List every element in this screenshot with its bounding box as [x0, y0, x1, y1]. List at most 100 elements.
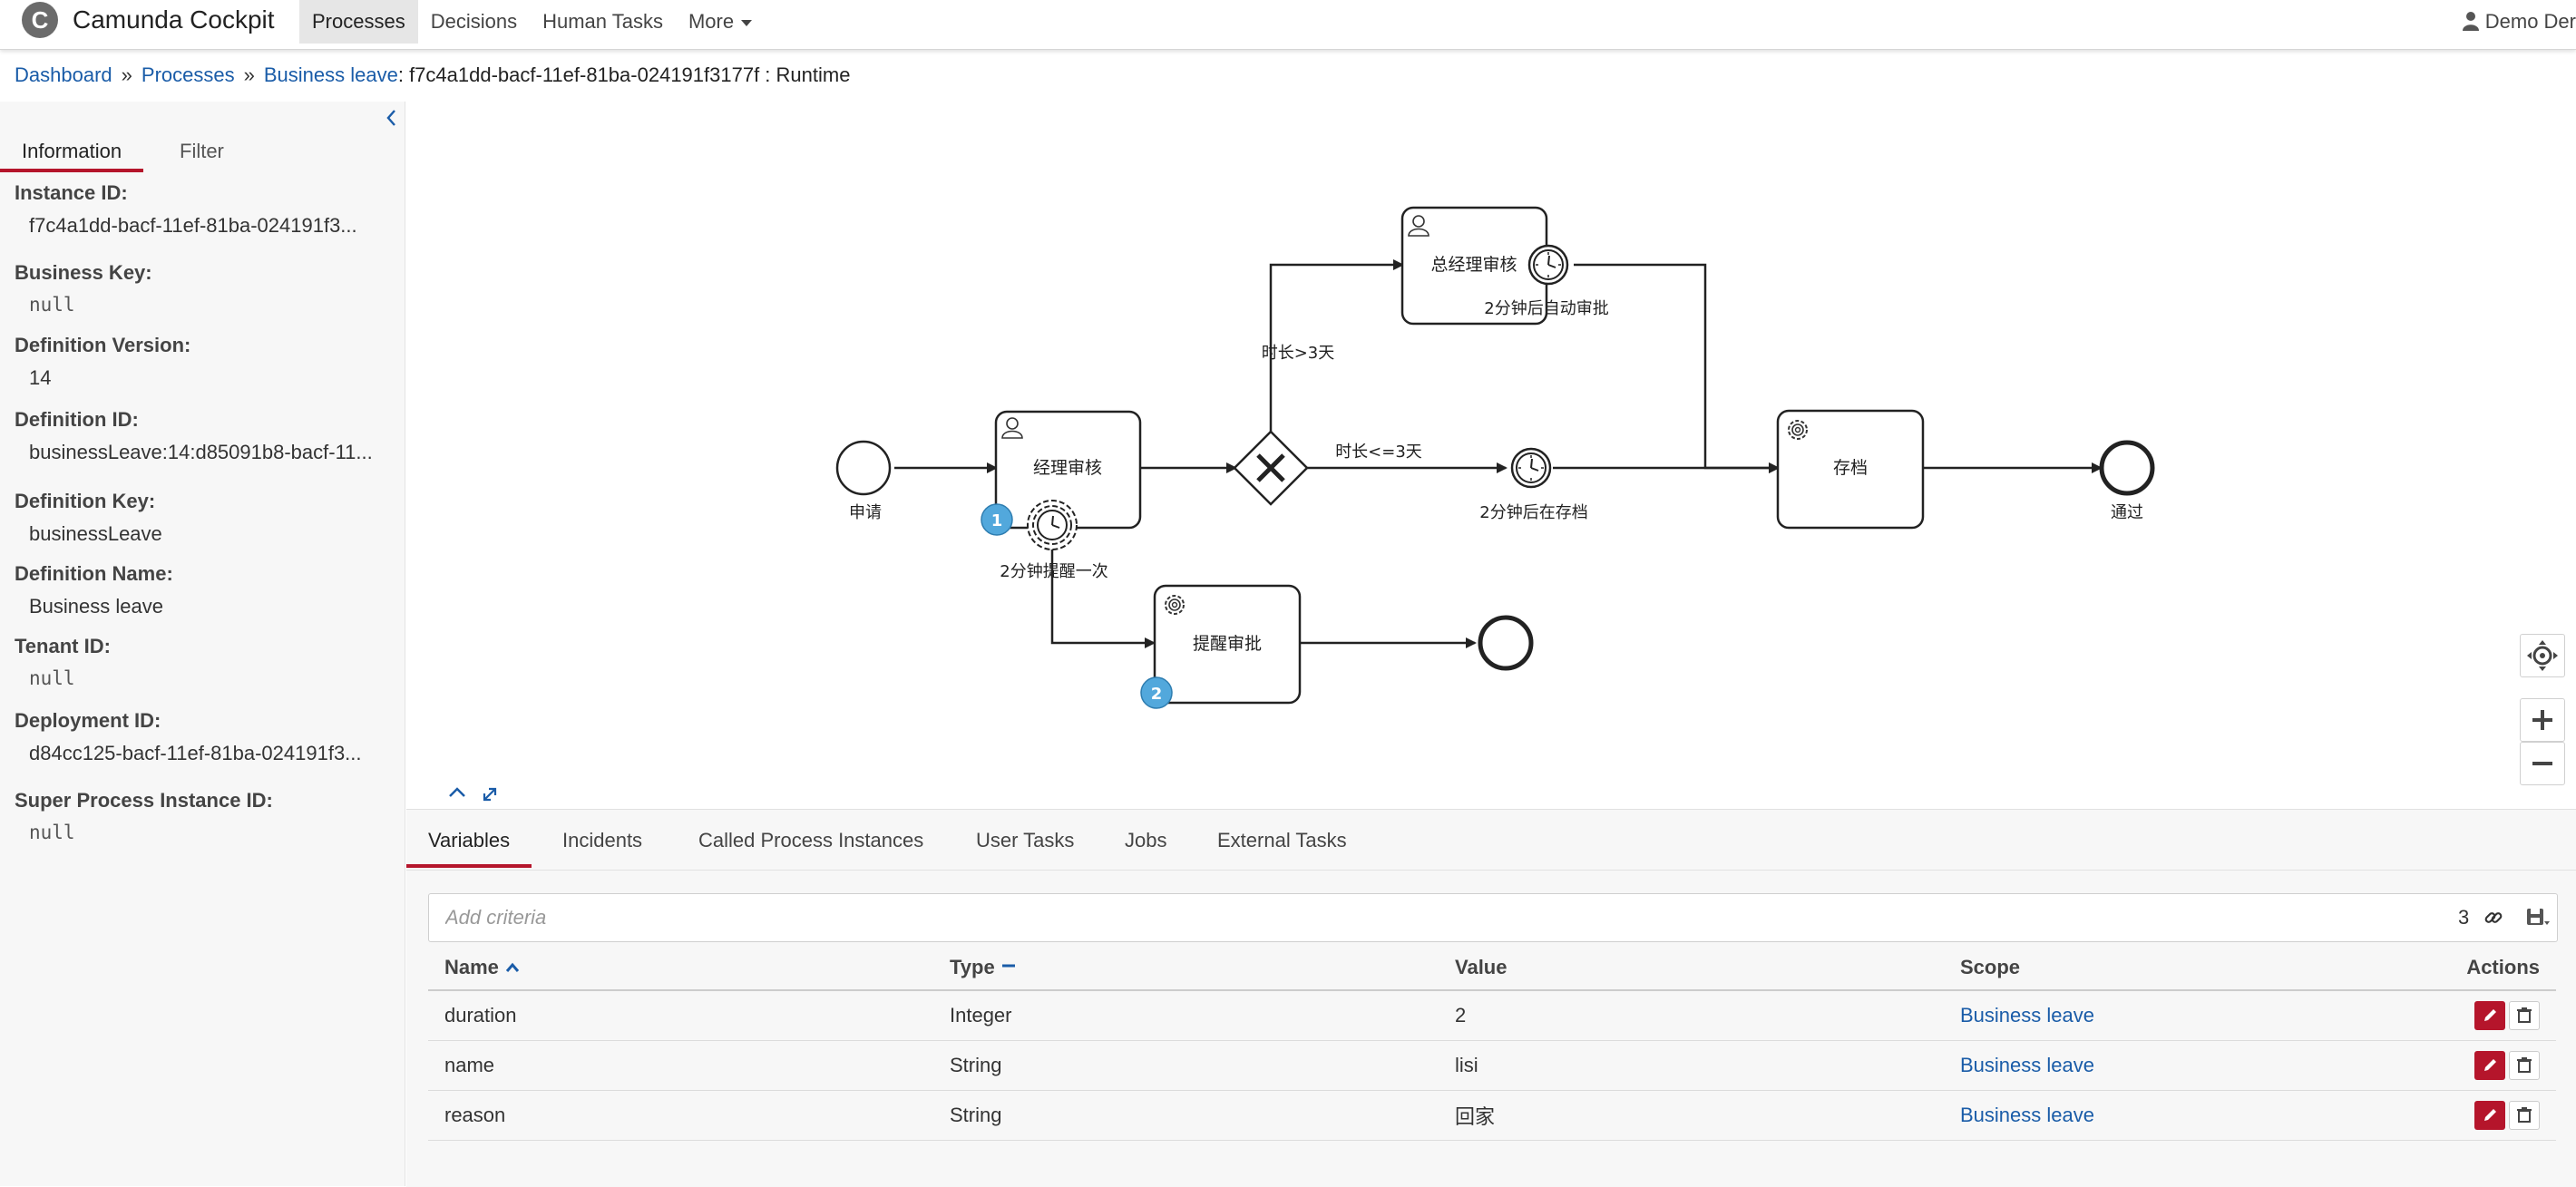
- timer-boundary-gm[interactable]: [1527, 244, 1569, 286]
- info-definition-key: Definition Key: businessLeave: [15, 490, 162, 546]
- column-header-scope: Scope: [1944, 946, 2319, 991]
- column-header-name[interactable]: Name: [428, 946, 933, 991]
- sidebar-tabs: Information Filter: [0, 123, 405, 172]
- tab-variables[interactable]: Variables: [406, 810, 532, 868]
- start-event[interactable]: [835, 440, 892, 496]
- timer-remind-event[interactable]: [1027, 500, 1078, 550]
- pencil-icon: [2484, 1109, 2496, 1121]
- edit-variable-button[interactable]: [2474, 1101, 2505, 1130]
- variable-type: String: [933, 1040, 1439, 1091]
- column-header-actions: Actions: [2318, 946, 2556, 991]
- badge-count: 2: [1151, 685, 1163, 704]
- caret-down-icon: [741, 19, 753, 26]
- edit-variable-button[interactable]: [2474, 1051, 2505, 1080]
- badge-remind[interactable]: 2: [1140, 676, 1173, 709]
- nav-processes[interactable]: Processes: [299, 0, 418, 44]
- info-value: f7c4a1dd-bacf-11ef-81ba-024191f3...: [29, 214, 357, 237]
- info-value: null: [29, 294, 75, 316]
- user-name: Demo Der: [2484, 10, 2576, 33]
- main-nav: Processes Decisions Human Tasks More: [299, 0, 765, 49]
- deployment-id-link[interactable]: d84cc125-bacf-11ef-81ba-024191f3...: [29, 742, 362, 764]
- delete-variable-button[interactable]: [2509, 1051, 2540, 1080]
- variable-scope-link[interactable]: Business leave: [1960, 1104, 2094, 1126]
- zoom-out-button[interactable]: [2520, 742, 2565, 785]
- camunda-logo[interactable]: C: [22, 2, 58, 38]
- timer-remind-label: 2分钟提醒一次: [1000, 562, 1107, 581]
- column-header-type[interactable]: Type: [933, 946, 1439, 991]
- task-archive[interactable]: 存档: [1776, 409, 1925, 530]
- nav-more[interactable]: More: [676, 0, 765, 44]
- breadcrumb-definition[interactable]: Business leave: [263, 63, 398, 86]
- flow-gm-to-archive[interactable]: [1574, 263, 1780, 473]
- delete-variable-button[interactable]: [2509, 1001, 2540, 1030]
- variable-name: reason: [428, 1090, 933, 1141]
- app-name[interactable]: Camunda Cockpit: [73, 5, 275, 34]
- trash-icon: [2517, 1107, 2532, 1123]
- crosshair-icon: [2527, 640, 2558, 671]
- minus-icon: [2532, 762, 2552, 765]
- nav-human-tasks[interactable]: Human Tasks: [542, 10, 663, 33]
- nav-decisions[interactable]: Decisions: [430, 10, 518, 33]
- user-icon: [2462, 12, 2479, 31]
- bpmn-diagram-canvas[interactable]: 申请 经理审核 1 2分钟提醒一次 时长>3天 时长<=3天: [406, 102, 2576, 809]
- tab-external-tasks[interactable]: External Tasks: [1217, 829, 1347, 851]
- tab-jobs[interactable]: Jobs: [1125, 829, 1167, 851]
- end-event-approved[interactable]: [2099, 440, 2155, 496]
- table-row: reason String 回家 Business leave: [428, 1090, 2556, 1141]
- task-remind-approval[interactable]: 提醒审批: [1153, 584, 1302, 705]
- tab-incidents[interactable]: Incidents: [562, 829, 643, 851]
- save-dropdown-icon[interactable]: [2526, 906, 2550, 929]
- info-value: Business leave: [29, 595, 163, 618]
- timer-intermediate-event[interactable]: [1510, 447, 1552, 489]
- bottom-panel: Variables Incidents Called Process Insta…: [406, 809, 2576, 1187]
- timer-mid-label: 2分钟后在存档: [1479, 503, 1587, 522]
- info-label: Super Process Instance ID:: [15, 789, 273, 812]
- info-label: Definition Name:: [15, 562, 173, 585]
- chevron-left-icon[interactable]: [381, 107, 403, 129]
- pencil-icon: [2484, 1059, 2496, 1071]
- breadcrumb: Dashboard»Processes»Business leave: f7c4…: [15, 63, 850, 87]
- badge-manager[interactable]: 1: [981, 503, 1013, 536]
- end-event-remind[interactable]: [1478, 615, 1534, 671]
- task-label: 经理审核: [1033, 458, 1102, 478]
- variable-value: 2: [1439, 990, 1944, 1041]
- reset-zoom-button[interactable]: [2520, 634, 2565, 677]
- info-label: Definition ID:: [15, 408, 139, 431]
- link-icon[interactable]: [2483, 907, 2504, 929]
- criteria-input[interactable]: [444, 903, 2080, 932]
- top-navbar: C Camunda Cockpit Processes Decisions Hu…: [0, 0, 2576, 50]
- plus-icon: [2532, 710, 2552, 730]
- sort-ascending-icon: [505, 962, 520, 972]
- info-label: Definition Key:: [15, 490, 156, 512]
- chevron-up-icon[interactable]: [449, 787, 465, 797]
- variable-scope-link[interactable]: Business leave: [1960, 1004, 2094, 1026]
- expand-icon[interactable]: [483, 787, 497, 802]
- tab-user-tasks[interactable]: User Tasks: [976, 829, 1075, 851]
- variable-name: duration: [428, 990, 933, 1041]
- tab-information[interactable]: Information: [0, 123, 144, 172]
- info-label: Definition Version:: [15, 334, 191, 356]
- bottom-tabs: Variables Incidents Called Process Insta…: [406, 810, 2576, 871]
- breadcrumb-processes[interactable]: Processes: [141, 63, 235, 86]
- tab-called-process-instances[interactable]: Called Process Instances: [698, 829, 924, 851]
- exclusive-gateway[interactable]: [1233, 430, 1309, 506]
- flow-gateway-to-gm[interactable]: [1269, 259, 1404, 432]
- user-menu[interactable]: Demo Der: [2462, 0, 2576, 44]
- variable-value: 回家: [1439, 1090, 1944, 1141]
- sort-none-icon: [1001, 964, 1015, 968]
- task-general-manager-review[interactable]: 总经理审核: [1400, 206, 1548, 326]
- edit-variable-button[interactable]: [2474, 1001, 2505, 1030]
- info-label: Tenant ID:: [15, 635, 111, 657]
- info-instance-id: Instance ID: f7c4a1dd-bacf-11ef-81ba-024…: [15, 181, 357, 238]
- tab-filter[interactable]: Filter: [180, 140, 224, 162]
- breadcrumb-dashboard[interactable]: Dashboard: [15, 63, 112, 86]
- breadcrumb-instance: : f7c4a1dd-bacf-11ef-81ba-024191f3177f :…: [397, 63, 851, 86]
- table-header-row: Name Type Value Scope Actions: [428, 946, 2556, 991]
- delete-variable-button[interactable]: [2509, 1101, 2540, 1130]
- pencil-icon: [2484, 1009, 2496, 1021]
- zoom-in-button[interactable]: [2520, 698, 2565, 742]
- variable-scope-link[interactable]: Business leave: [1960, 1054, 2094, 1076]
- end-event-label: 通过: [2111, 503, 2143, 522]
- definition-id-link[interactable]: businessLeave:14:d85091b8-bacf-11...: [29, 441, 373, 463]
- flow-timer-to-remind[interactable]: [1050, 530, 1156, 648]
